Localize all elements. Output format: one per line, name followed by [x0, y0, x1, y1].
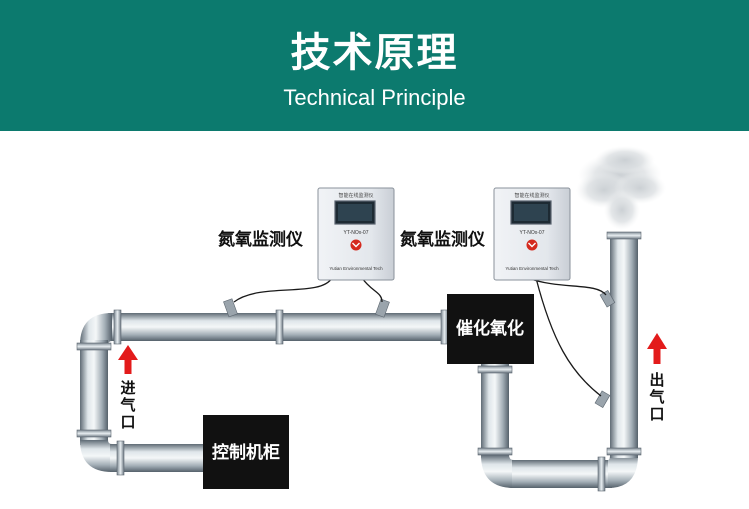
pipe-elbow-bottom-right-a — [481, 455, 514, 488]
flange — [275, 309, 284, 345]
pipe-catalytic-down — [481, 363, 509, 458]
pipe-bottom-right — [512, 460, 612, 488]
sampling-probe — [375, 298, 390, 318]
pipe-left-vertical — [80, 340, 108, 445]
analyzer-company: Yutian Environmental Tech — [329, 266, 383, 271]
inlet-indicator: 进 气 口 — [118, 345, 138, 431]
sample-tube — [527, 277, 607, 296]
outlet-label-char: 出 — [649, 371, 664, 389]
flange — [76, 342, 112, 351]
inlet-label-char: 气 — [119, 396, 135, 414]
pipe-system — [76, 231, 642, 492]
analyzer-model: YT-NOx-07 — [519, 230, 544, 236]
pipe-bottom-left — [110, 444, 206, 472]
flange — [477, 365, 513, 374]
flange — [477, 447, 513, 456]
control-cabinet: 控制机柜 — [203, 415, 289, 489]
analyzer-screen-title: 智能在线监测仪 — [514, 192, 549, 199]
flange — [606, 231, 642, 240]
analyzer-screen-title: 智能在线监测仪 — [338, 192, 373, 199]
arrow-up-icon — [647, 333, 667, 364]
flange — [440, 309, 449, 345]
sampling-probe — [223, 298, 238, 318]
pipe-elbow-bottom-left — [80, 440, 112, 472]
sampling-probe — [594, 390, 611, 408]
analyzer-label-left: 氮氧监测仪 — [218, 229, 304, 250]
pipe-outlet-riser — [610, 232, 638, 458]
flange — [116, 440, 125, 476]
outlet-label-char: 口 — [649, 405, 664, 423]
catalytic-label: 催化氧化 — [456, 318, 524, 339]
inlet-label-char: 口 — [120, 413, 135, 431]
inlet-label-char: 进 — [120, 379, 135, 397]
page-subtitle: Technical Principle — [283, 85, 466, 110]
flange — [76, 429, 112, 438]
analyzer-label-right: 氮氧监测仪 — [400, 229, 486, 250]
flange — [606, 447, 642, 456]
control-label: 控制机柜 — [212, 442, 280, 463]
flange — [597, 456, 606, 492]
company-logo-icon — [350, 239, 362, 251]
analyzer-company: Yutian Environmental Tech — [505, 266, 559, 271]
sample-tubes — [233, 277, 607, 397]
analyzer-model: YT-NOx-07 — [343, 230, 368, 236]
outlet-indicator: 出 气 口 — [647, 333, 667, 423]
sample-tube — [535, 277, 602, 397]
nox-analyzer-right: 智能在线监测仪 YT-NOx-07 Yutian Environmental T… — [493, 187, 571, 281]
outlet-label-char: 气 — [648, 388, 664, 406]
process-diagram: 智能在线监测仪 YT-NOx-07 Yutian Environmental T… — [76, 146, 667, 492]
catalytic-oxidation-unit: 催化氧化 — [447, 294, 534, 364]
company-logo-icon — [526, 239, 538, 251]
sample-tube — [233, 277, 333, 303]
flange — [113, 309, 122, 345]
page-title: 技术原理 — [290, 30, 459, 76]
sampling-probes — [223, 290, 616, 408]
sample-tube — [361, 277, 383, 303]
smoke-plume — [576, 146, 666, 230]
pipe-elbow-top-left — [80, 313, 112, 345]
pipe-elbow-bottom-right-b — [608, 455, 638, 488]
header-banner: 技术原理 Technical Principle — [0, 0, 749, 131]
arrow-up-icon — [118, 345, 138, 374]
nox-analyzer-left: 智能在线监测仪 YT-NOx-07 Yutian Environmental T… — [317, 187, 395, 281]
